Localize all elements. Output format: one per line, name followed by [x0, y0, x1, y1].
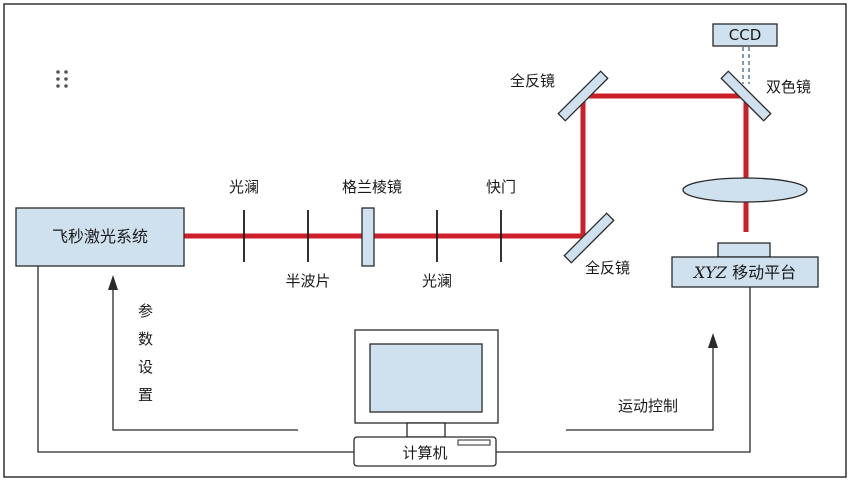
computer-monitor-icon [354, 329, 499, 438]
shutter-label: 快门 [486, 178, 516, 196]
xyz-stage-axes: XYZ [692, 263, 728, 282]
control-wires [37, 266, 751, 453]
laser-system-label: 飞秒激光系统 [52, 227, 148, 246]
focusing-lens [682, 177, 808, 203]
half-wave-plate-label: 半波片 [285, 272, 330, 290]
xyz-stage-label: XYZ 移动平台 [692, 263, 796, 282]
mirror-bottom [563, 212, 615, 264]
ccd-link [742, 47, 750, 84]
xyz-stage-box [671, 256, 819, 288]
dichroic-mirror [720, 70, 772, 122]
glan-prism-label: 格兰棱镜 [342, 178, 402, 196]
param-setting-char-2: 数 [138, 330, 153, 348]
ccd-box [712, 23, 778, 47]
computer-label: 计算机 [402, 444, 447, 462]
aperture-1-label: 光澜 [229, 178, 259, 196]
aperture-2-label: 光澜 [422, 272, 452, 290]
param-setting-char-3: 设 [138, 358, 153, 376]
param-setting-char-4: 置 [138, 386, 153, 404]
motion-control-label: 运动控制 [618, 397, 678, 415]
laser-system-box [15, 207, 185, 267]
mirror-top-label: 全反镜 [510, 72, 555, 90]
glan-prism [361, 207, 375, 267]
stage-sample [717, 242, 771, 258]
xyz-stage-suffix: 移动平台 [727, 263, 796, 282]
mirror-bottom-label: 全反镜 [585, 259, 630, 277]
computer-drive-slot [457, 439, 491, 446]
param-arrow-icon [108, 275, 118, 290]
dichroic-mirror-label: 双色镜 [766, 78, 811, 96]
mirror-top [557, 70, 609, 122]
param-setting-char-1: 参 [138, 302, 153, 320]
ccd-label: CCD [729, 26, 762, 44]
motion-arrow-icon [708, 333, 718, 348]
dot-grid-icon [56, 70, 68, 88]
